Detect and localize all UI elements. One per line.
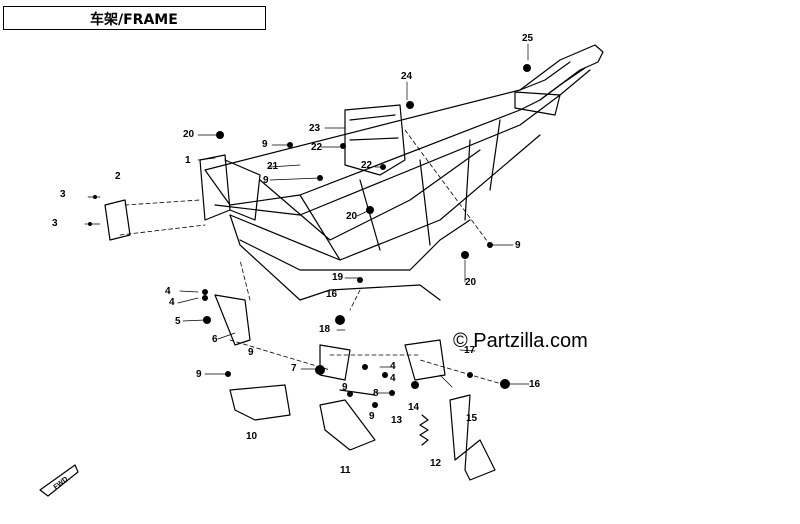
callout-14: 14 [408,402,420,413]
callout-9-d: 9 [262,139,268,150]
callout-24: 24 [401,71,413,82]
callout-20-a: 20 [183,129,195,140]
callout-9-c: 9 [369,411,375,422]
callout-7: 7 [291,363,297,374]
callout-20-b: 20 [346,211,358,222]
callout-11: 11 [340,465,351,476]
callout-3-a: 3 [60,189,66,200]
callout-17: 17 [464,345,476,356]
callout-2: 2 [115,171,121,182]
callout-1: 1 [185,155,191,166]
callout-12: 12 [430,458,442,469]
callout-4-b: 4 [169,297,175,308]
callout-18: 18 [319,324,331,335]
bolt-8 [339,389,376,396]
bracket-23 [344,104,406,176]
bracket-10 [229,384,291,421]
title-box [3,6,266,30]
callout-4-c: 4 [390,361,396,372]
callout-23: 23 [309,123,321,134]
callout-20-c: 20 [465,277,477,288]
frame-rear-bracket [514,91,561,116]
callout-22-a: 22 [311,142,323,153]
callout-3-b: 3 [52,218,58,229]
steering-head-gusset [224,159,261,221]
callout-25: 25 [522,33,534,44]
callout-9-b: 9 [196,369,202,380]
callout-5: 5 [175,316,181,327]
callout-6: 6 [212,334,218,345]
callout-10: 10 [246,431,258,442]
callout-4-a: 4 [165,286,171,297]
frame-lower-cradle [239,219,471,271]
callout-16-a: 16 [529,379,541,390]
callout-13: 13 [391,415,403,426]
steering-head [199,154,231,221]
callout-22-b: 22 [361,160,373,171]
cover-2 [104,199,131,241]
bracket-11 [319,399,376,451]
frame-cross-2 [259,149,481,241]
callout-15: 15 [466,413,478,424]
watermark: © Partzilla.com [453,330,588,352]
callout-8: 8 [373,388,379,399]
callout-9-f: 9 [515,240,521,251]
callout-19: 19 [332,272,344,283]
callout-9-g: 9 [342,382,348,393]
diagram-title: 车架/FRAME [90,12,178,28]
callout-21: 21 [267,161,279,172]
frame-cross-1 [299,119,501,261]
callout-9-a: 9 [248,347,254,358]
callout-16-b: 16 [326,289,338,300]
mount-6 [214,294,251,346]
side-stand-12 [449,394,496,481]
frame-mid-rail [229,134,541,261]
spring-13 [419,414,429,446]
frame-down-tube [229,214,441,301]
callout-9-e: 9 [263,175,269,186]
fwd-arrow [39,464,79,497]
frame-rear-loop [519,61,586,101]
bracket-7 [319,344,351,381]
pivot-17 [404,339,446,381]
callout-4-d: 4 [390,373,396,384]
frame-upper-rail [204,44,604,206]
frame-lower-rail [214,69,591,216]
